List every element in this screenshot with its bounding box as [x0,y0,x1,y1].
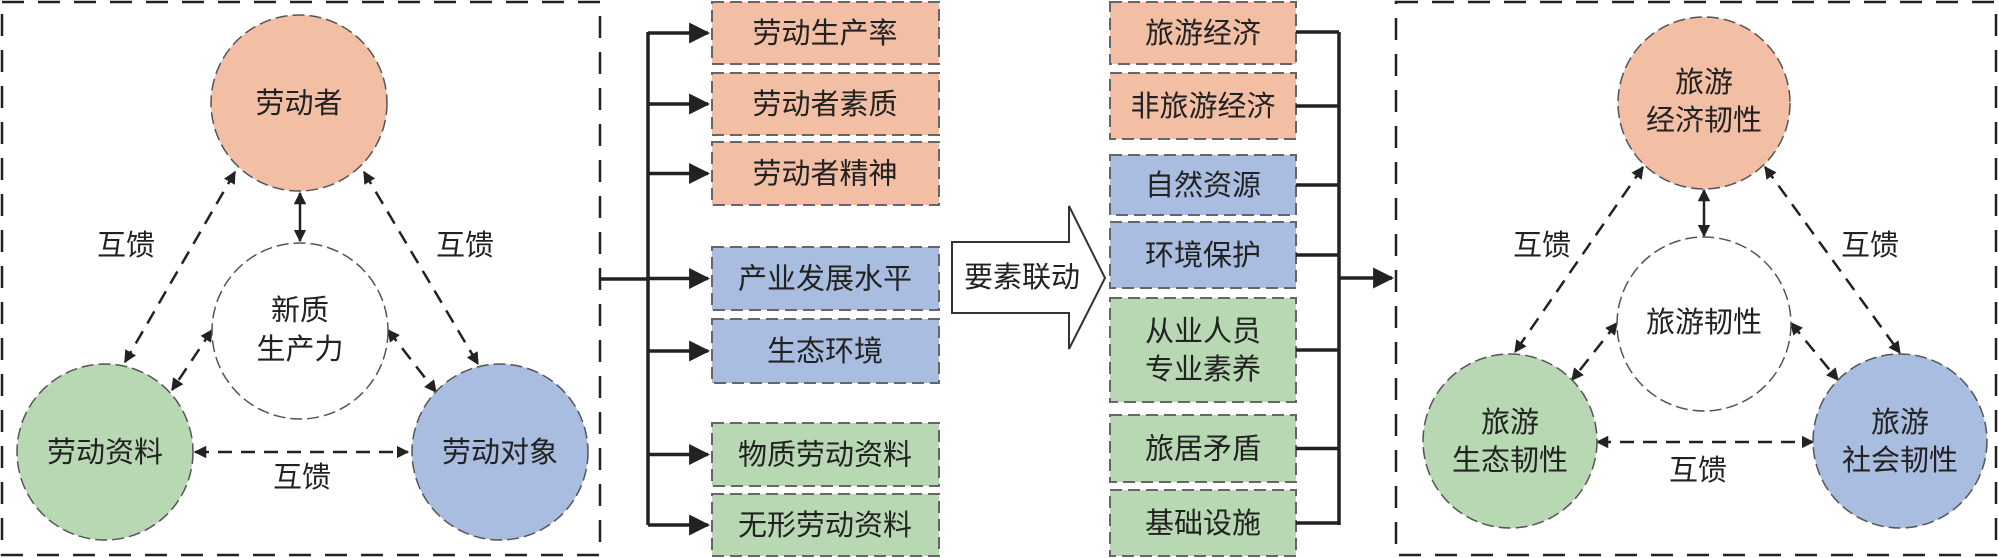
feedback-arrow-left [123,170,237,364]
node-labor-materials-label: 劳动资料 [47,435,163,469]
right-factor-box [1109,72,1297,140]
left-factor-label: 生态环境 [767,334,883,368]
node-ecological-resilience-label-2: 生态韧性 [1452,443,1568,477]
node-economic-resilience-label-2: 经济韧性 [1646,103,1762,137]
feedback-label-bottom-right-panel: 互馈 [1669,453,1727,487]
right-panel: 旅游 经济韧性 旅游韧性 旅游 生态韧性 旅游 社会韧性 互馈 互馈 互馈 [1394,0,1998,557]
left-factor-box [711,493,940,557]
right-factor-label: 从业人员 [1145,314,1261,348]
node-ecological-resilience [1422,353,1598,529]
node-labor-object [411,363,589,541]
left-factor-label: 物质劳动资料 [738,438,912,472]
left-factor-box [711,1,940,65]
node-social-resilience [1812,353,1988,529]
feedback-label-right: 互馈 [436,228,494,262]
right-factor-label: 非旅游经济 [1130,89,1275,123]
node-labor-materials [16,363,194,541]
node-new-productivity-label-1: 新质 [271,293,329,327]
right-panel-border [1394,0,1998,557]
right-factor-label: 旅居矛盾 [1145,432,1261,466]
feedback-arrow-right-right-panel [1763,165,1902,355]
feedback-arrow-right [362,170,480,366]
node-ecological-resilience-label-1: 旅游 [1481,405,1539,439]
feedback-arrow-left-right-panel [1513,165,1645,354]
feedback-label-bottom: 互馈 [273,460,331,494]
left-factor-box [711,246,940,311]
left-factor-label: 劳动者精神 [752,157,897,191]
linkage-arrow-label: 要素联动 [964,260,1080,294]
left-factor-box [711,318,940,384]
right-factor-box [1109,414,1297,483]
right-factor-label-2: 专业素养 [1145,352,1261,386]
node-economic-resilience [1617,16,1791,190]
linkage-arrow: 要素联动 [951,205,1107,350]
right-bus [1337,32,1395,525]
right-factor-box [1109,221,1297,289]
left-factor-box [711,422,940,487]
link-center-right-right-panel [1790,322,1839,381]
left-factor-box [711,141,940,206]
right-factor-label: 自然资源 [1145,168,1261,202]
node-social-resilience-label-1: 旅游 [1871,405,1929,439]
left-factor-label: 劳动者素质 [752,87,897,121]
right-factor-label: 旅游经济 [1145,16,1261,50]
node-economic-resilience-label-1: 旅游 [1675,65,1733,99]
right-factor-box [1109,154,1297,216]
node-labor-object-label: 劳动对象 [442,435,558,469]
link-center-left-right-panel [1571,322,1618,381]
feedback-label-left-right-panel: 互馈 [1513,228,1571,262]
node-social-resilience-label-2: 社会韧性 [1842,443,1958,477]
node-laborer [210,14,388,192]
node-new-productivity [211,242,389,420]
left-bus [600,32,650,525]
link-center-left [170,328,214,392]
node-laborer-label: 劳动者 [255,86,342,120]
node-tourism-resilience-label: 旅游韧性 [1646,305,1762,339]
block-arrow-shape [951,205,1107,350]
feedback-label-left: 互馈 [97,228,155,262]
left-panel: 劳动者 新质 生产力 劳动资料 劳动对象 互馈 互馈 互馈 [0,0,602,557]
node-tourism-resilience [1616,236,1792,412]
left-factor-box [711,72,940,136]
feedback-label-right-right-panel: 互馈 [1841,228,1899,262]
left-factor-label: 产业发展水平 [738,262,912,296]
right-factor-label: 环境保护 [1145,238,1261,272]
right-factor-label: 基础设施 [1145,506,1261,540]
left-factor-label: 劳动生产率 [752,16,897,50]
link-center-right [387,329,437,393]
left-factor-label: 无形劳动资料 [738,508,912,542]
node-new-productivity-label-2: 生产力 [256,332,343,366]
